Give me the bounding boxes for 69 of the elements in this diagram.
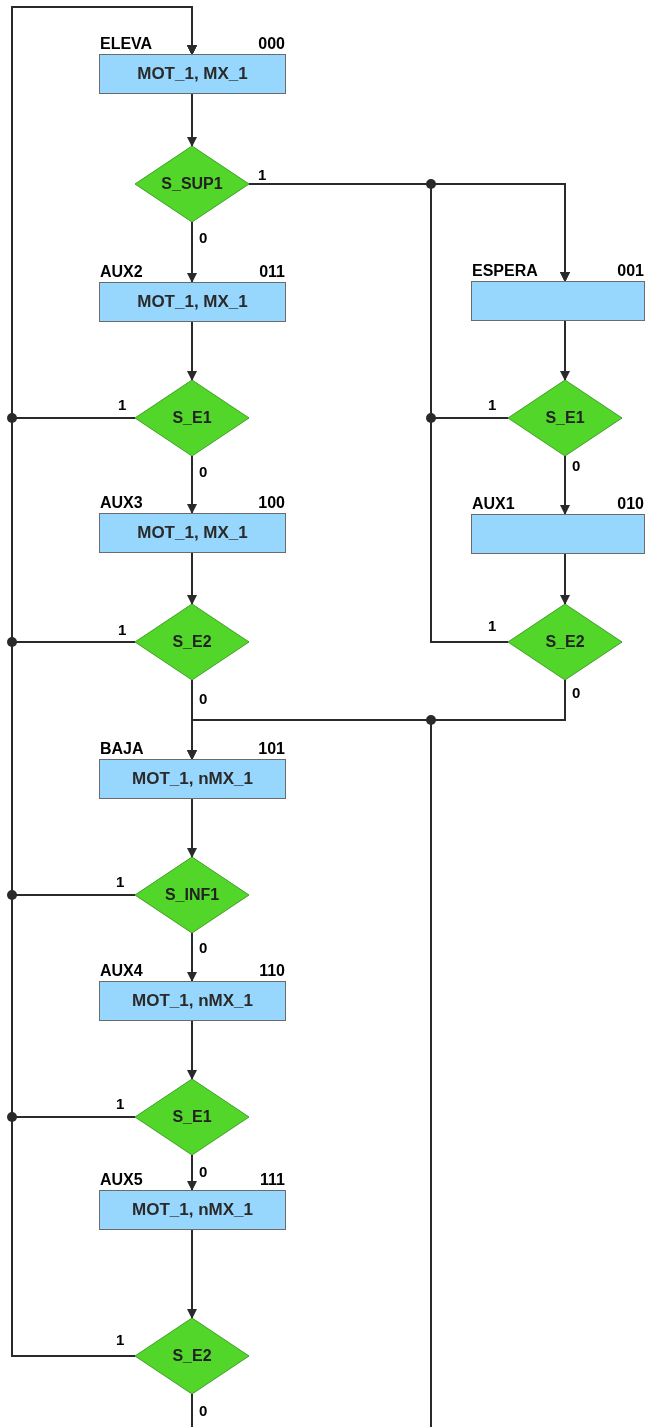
condition-label: S_E2	[172, 632, 212, 652]
output-signals: MOT_1, MX_1	[137, 63, 248, 86]
condition-label: S_E1	[545, 408, 585, 428]
state-code: 110	[259, 962, 285, 980]
condition-label: S_E1	[172, 408, 212, 428]
edge-label: 0	[571, 685, 582, 700]
condition-label: S_E2	[172, 1346, 212, 1366]
state-name: BAJA	[100, 740, 144, 758]
connector-arrow	[187, 321, 197, 381]
output-signals: MOT_1, MX_1	[137, 522, 248, 545]
edge-label: 0	[571, 458, 582, 473]
edge-label: 0	[198, 464, 209, 479]
edge-label: 1	[257, 167, 268, 182]
edge-label: 1	[487, 397, 498, 412]
output-signals: MOT_1, nMX_1	[132, 1199, 253, 1222]
connector-arrow	[187, 1229, 197, 1319]
state-name: AUX5	[100, 1171, 143, 1189]
edge-label: 1	[115, 1096, 126, 1111]
edge-label: 0	[198, 940, 209, 955]
state-name: AUX3	[100, 494, 143, 512]
state-name: ELEVA	[100, 35, 153, 53]
edge-label: 1	[115, 874, 126, 889]
connector-arrow	[187, 552, 197, 605]
decision-diamond	[508, 604, 622, 680]
connector-arrow	[187, 455, 197, 514]
connector-arrow	[560, 553, 570, 605]
state-name: AUX4	[100, 962, 143, 980]
edge-label: 1	[487, 618, 498, 633]
condition-label: S_E1	[172, 1107, 212, 1127]
state-name: ESPERA	[472, 262, 538, 280]
condition-label: S_SUP1	[161, 174, 223, 194]
decision-diamond	[135, 1079, 249, 1155]
edge-label: 1	[117, 397, 128, 412]
state-name: AUX1	[472, 495, 515, 513]
decision-diamond	[135, 146, 249, 222]
output-signals: MOT_1, nMX_1	[132, 768, 253, 791]
edge-label: 0	[198, 1164, 209, 1179]
decision-diamond	[135, 857, 249, 933]
state-code: 100	[258, 494, 285, 512]
connector-arrow	[187, 1020, 197, 1080]
connector-arrow	[187, 1154, 197, 1191]
connector-arrow	[187, 719, 432, 1427]
connector-arrow	[187, 93, 197, 147]
condition-label: S_E2	[545, 632, 585, 652]
connector-arrow	[187, 932, 197, 982]
output-signals: MOT_1, nMX_1	[132, 990, 253, 1013]
edge-label: 0	[198, 691, 209, 706]
state-code: 000	[258, 35, 285, 53]
connector-arrow	[187, 221, 197, 283]
edge-label: 0	[198, 230, 209, 245]
connector-arrow	[560, 320, 570, 381]
state-name: AUX2	[100, 263, 143, 281]
condition-label: S_INF1	[164, 885, 220, 905]
edge-label: 0	[198, 1403, 209, 1418]
connector-arrow	[187, 798, 197, 858]
state-code: 011	[259, 263, 285, 281]
decision-diamond	[135, 380, 249, 456]
state-code: 101	[258, 740, 285, 758]
state-code: 111	[260, 1171, 285, 1189]
decision-diamond	[508, 380, 622, 456]
edge-label: 1	[115, 1332, 126, 1347]
connector-arrow	[11, 6, 197, 1357]
decision-diamond	[135, 1318, 249, 1394]
state-code: 001	[617, 262, 644, 280]
output-signals: MOT_1, MX_1	[137, 291, 248, 314]
connector-arrow	[560, 455, 570, 515]
edge-label: 1	[117, 622, 128, 637]
decision-diamond	[135, 604, 249, 680]
state-code: 010	[617, 495, 644, 513]
